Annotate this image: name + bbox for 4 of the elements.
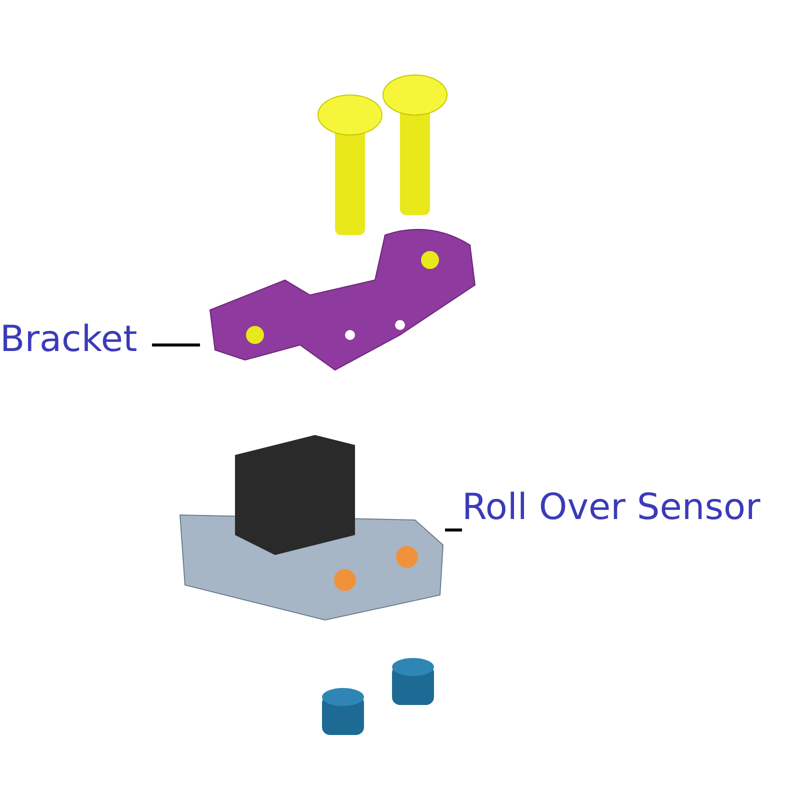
leader-line (152, 344, 200, 346)
part-label: Roll Over Sensor (462, 483, 787, 533)
leader-line (445, 528, 462, 532)
part-label: Bracket (0, 315, 150, 365)
